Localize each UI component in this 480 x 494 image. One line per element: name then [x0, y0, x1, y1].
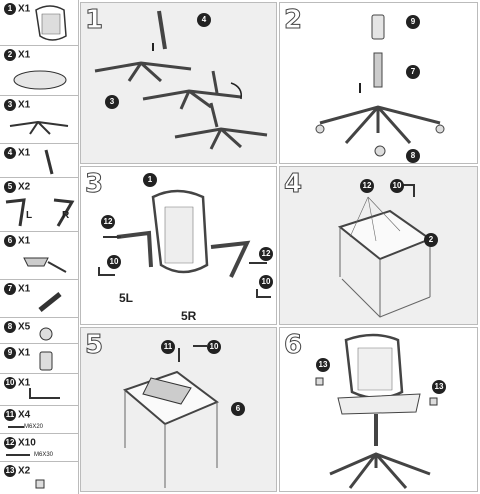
cylinder-cover-icon: [39, 351, 53, 371]
allen-key-icon: [29, 388, 60, 399]
part-number: 6: [4, 235, 16, 247]
callout-part-12: 12: [101, 215, 115, 229]
callout-part-10: 10: [259, 275, 273, 289]
armrest-right-callout: 5R: [181, 309, 197, 323]
part-number: 7: [4, 283, 16, 295]
step-5-panel: 5 11 10 6: [80, 327, 277, 492]
step-number: 5: [84, 330, 104, 361]
armrest-left-label: L: [26, 210, 33, 221]
gas-lift-icon: [38, 292, 62, 312]
part-number: 1: [4, 3, 16, 15]
part-qty: X1: [18, 235, 31, 247]
cap-icon: [35, 479, 45, 489]
screw-short-icon: [8, 426, 24, 428]
callout-part-11: 11: [161, 340, 175, 354]
step-1-panel: 1 4 3: [80, 2, 277, 164]
step-number: 6: [283, 330, 303, 361]
part-number: 13: [4, 465, 16, 477]
part-number: 3: [4, 99, 16, 111]
armrest-left-callout: 5L: [119, 291, 134, 305]
part-qty: X10: [18, 437, 36, 449]
step-3-panel: 3 1 12 10 12 10 5L 5R: [80, 166, 277, 325]
part-qty: X4: [18, 409, 31, 421]
callout-part-10: 10: [107, 255, 121, 269]
part-qty: X2: [18, 181, 31, 193]
finished-chair-illustration: [315, 333, 438, 489]
part-qty: X1: [18, 283, 31, 295]
callout-part-7: 7: [406, 65, 420, 79]
part-number: 8: [4, 321, 16, 333]
screw-long-icon: [6, 454, 30, 456]
seat-mount-illustration: [337, 184, 433, 318]
callout-part-8: 8: [406, 149, 420, 163]
caster-icon: [39, 327, 53, 341]
callout-part-13: 13: [316, 358, 330, 372]
part-number: 9: [4, 347, 16, 359]
callout-part-10: 10: [390, 179, 404, 193]
callout-part-12: 12: [360, 179, 374, 193]
step-number: 1: [84, 5, 104, 36]
callout-part-3: 3: [105, 95, 119, 109]
screw-spec: M6X20: [24, 424, 44, 430]
part-number: 2: [4, 49, 16, 61]
step-number: 2: [283, 5, 303, 36]
armrest-right-label: R: [62, 210, 70, 221]
part-qty: X1: [18, 347, 31, 359]
armrest-backrest-illustration: [98, 189, 271, 298]
part-qty: X2: [18, 465, 31, 477]
part-number: 12: [4, 437, 16, 449]
part-qty: X1: [18, 3, 31, 15]
callout-part-2: 2: [424, 233, 438, 247]
step-number: 3: [84, 169, 104, 200]
part-qty: X1: [18, 99, 31, 111]
armrest-icon: [5, 198, 75, 227]
part-qty: X5: [18, 321, 31, 333]
mechanism-icon: [23, 257, 67, 273]
part-qty: X1: [18, 49, 31, 61]
chair-back-icon: [35, 5, 67, 41]
callout-part-9: 9: [406, 15, 420, 29]
callout-part-6: 6: [231, 402, 245, 416]
callout-part-13: 13: [432, 380, 446, 394]
part-number: 5: [4, 181, 16, 193]
step-2-panel: 2 9 7 8: [279, 2, 478, 164]
part-number: 4: [4, 147, 16, 159]
callout-part-1: 1: [143, 173, 157, 187]
callout-part-10: 10: [207, 340, 221, 354]
part-number: 11: [4, 409, 16, 421]
base-assembly-illustration: [94, 10, 268, 150]
screw-spec: M6X30: [34, 452, 54, 458]
step-4-panel: 4 12 10 2: [279, 166, 478, 325]
step-6-panel: 6 13 13: [279, 327, 478, 492]
step-number: 4: [283, 169, 303, 200]
part-number: 10: [4, 377, 16, 389]
base-leg-icon: [44, 149, 54, 175]
callout-part-4: 4: [197, 13, 211, 27]
part-qty: X1: [18, 377, 31, 389]
gas-lift-illustration: [315, 14, 445, 157]
mechanism-mount-illustration: [123, 345, 219, 488]
base-star-icon: [9, 120, 69, 135]
callout-part-12: 12: [259, 247, 273, 261]
seat-cushion-icon: [13, 70, 67, 90]
part-qty: X1: [18, 147, 31, 159]
